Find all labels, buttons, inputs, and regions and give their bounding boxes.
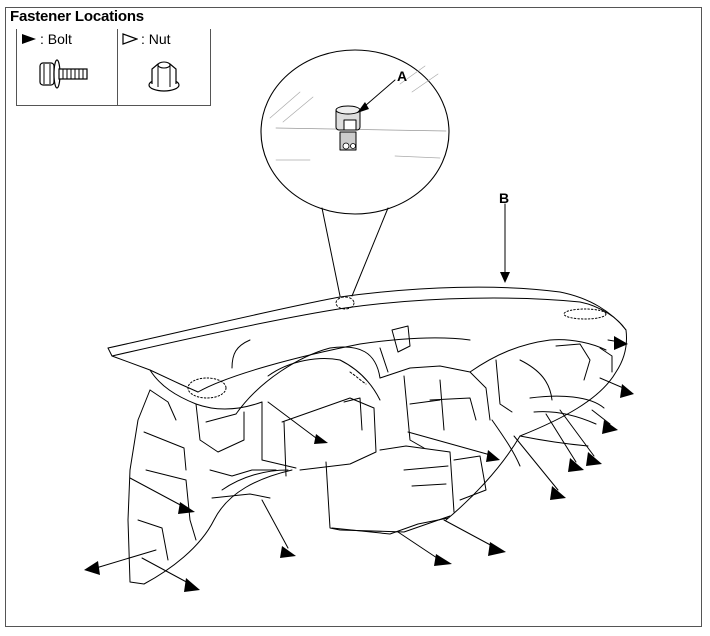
diagram-frame xyxy=(5,7,702,627)
filled-arrow-icon xyxy=(22,34,36,44)
dashboard-panel xyxy=(107,286,627,585)
hollow-arrow-icon xyxy=(122,33,139,45)
legend-bolt-label: : Bolt xyxy=(40,31,72,47)
bolt-location-arrows xyxy=(95,339,629,586)
detail-magnifier xyxy=(260,49,450,310)
legend-nut: : Nut xyxy=(118,29,211,106)
nut-icon xyxy=(148,61,180,92)
bolt-icon xyxy=(39,59,88,89)
bolt-arrowheads xyxy=(84,336,634,592)
legend-nut-label: : Nut xyxy=(141,31,171,47)
callout-b-label: B xyxy=(499,190,510,206)
legend-bolt: : Bolt xyxy=(16,29,118,106)
diagram-title: Fastener Locations xyxy=(10,8,144,25)
callout-a-label: A xyxy=(397,68,408,84)
